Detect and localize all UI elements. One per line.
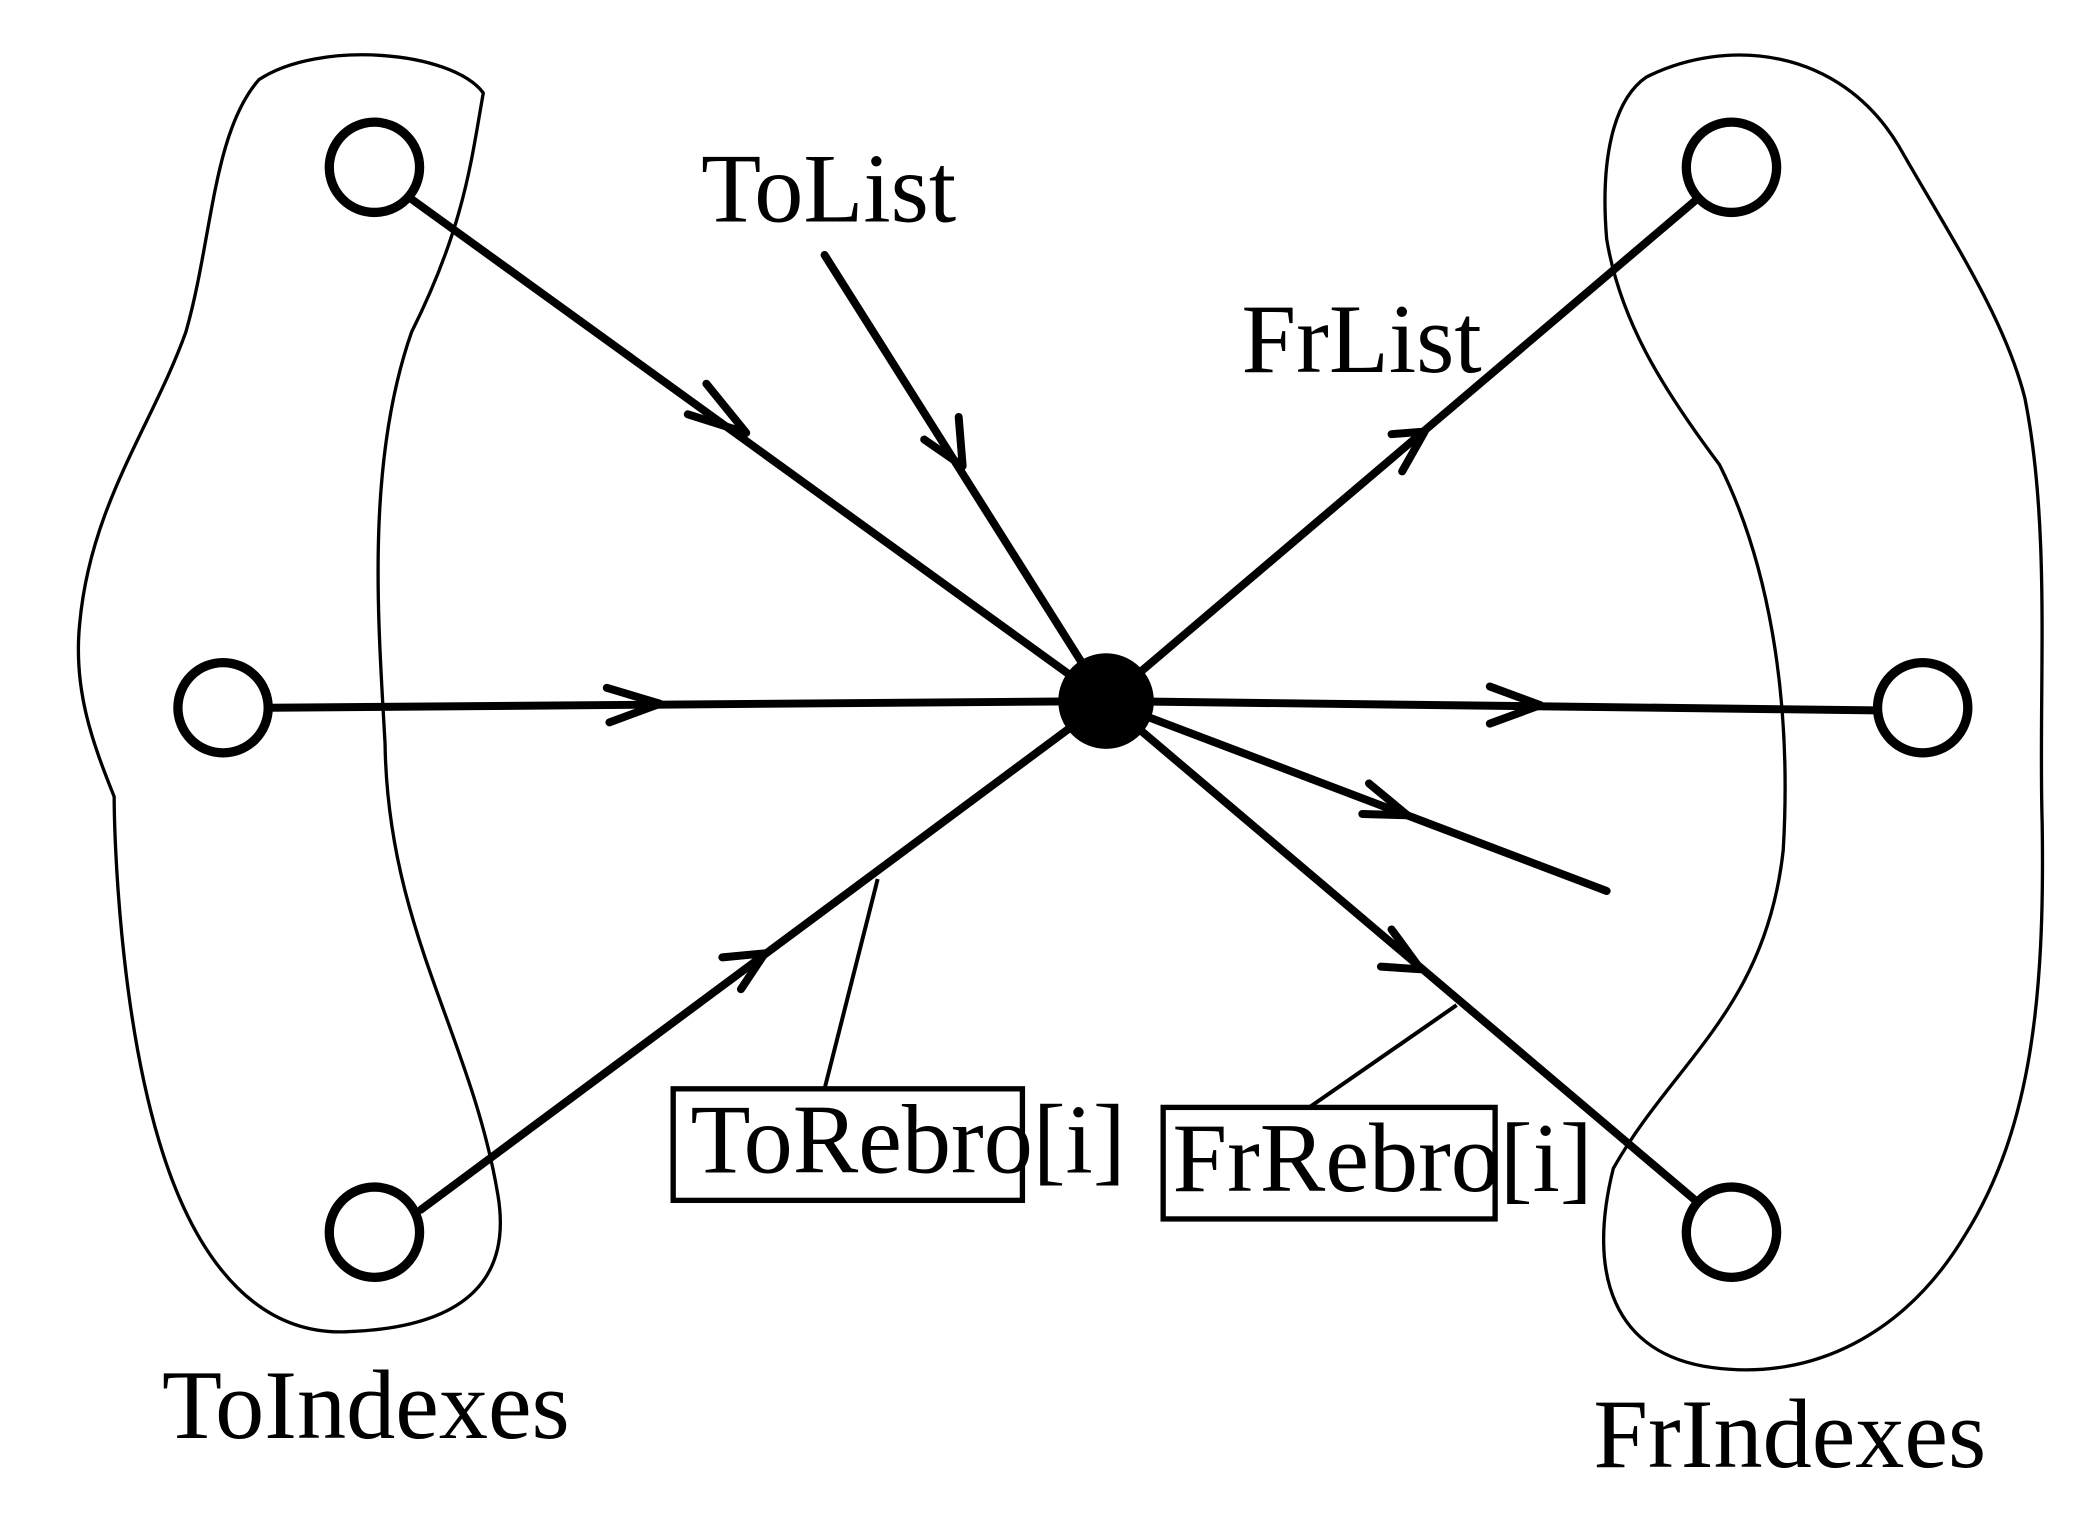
to-list-label: ToList: [701, 135, 956, 244]
to-node-middle: [173, 657, 273, 758]
edge-fr-top: [1102, 195, 1701, 706]
edge-to-top: [407, 195, 1111, 706]
arrowhead-icon: [683, 379, 751, 437]
fr-rebro-leader: [1308, 1003, 1458, 1110]
fr-rebro-label: FrRebro[i]: [1172, 1104, 1592, 1213]
arrowhead-icon: [1387, 427, 1429, 476]
fr-indexes-label: FrIndexes: [1593, 1380, 1986, 1489]
to-indexes-label: ToIndexes: [162, 1351, 570, 1460]
arrowhead-icon: [1358, 779, 1412, 820]
arrowhead-icon: [718, 949, 769, 994]
to-rebro-label: ToRebro[i]: [690, 1085, 1125, 1194]
edge-to-middle: [265, 697, 1111, 712]
fr-rebro-box: [1160, 1104, 1498, 1222]
to-node-bottom: [324, 1182, 425, 1283]
fr-node-top: [1681, 117, 1782, 218]
arrowhead-icon: [602, 683, 664, 727]
fr-node-middle: [1872, 657, 1973, 758]
edge-fr-middle: [1102, 697, 1881, 715]
fr-list-label: FrList: [1242, 285, 1482, 394]
edge-to-list-pointer: [820, 250, 1111, 706]
fr-node-bottom: [1681, 1182, 1782, 1283]
edge-fr-loose: [1102, 697, 1611, 895]
hub-vertex: [1058, 653, 1154, 749]
to-node-top: [324, 117, 425, 218]
to-indexes-region: [76, 53, 503, 1334]
arrowhead-icon: [920, 412, 967, 471]
fr-indexes-region: [1602, 53, 2045, 1372]
arrowhead-icon: [1485, 682, 1545, 728]
to-rebro-box: [670, 1086, 1026, 1204]
to-rebro-leader: [822, 878, 880, 1090]
edge-fr-bottom: [1102, 697, 1701, 1206]
arrowhead-icon: [1376, 925, 1425, 974]
